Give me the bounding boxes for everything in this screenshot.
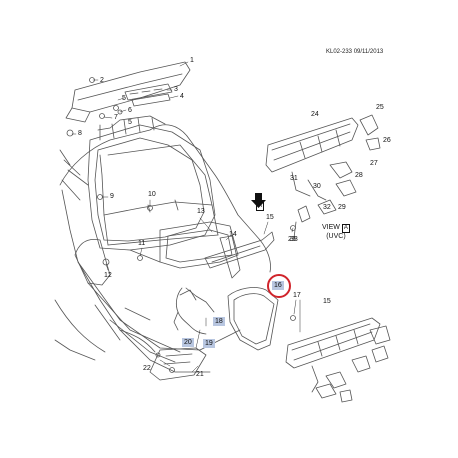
callout-2[interactable]: 2 — [100, 77, 104, 84]
liftgate-panel — [87, 115, 239, 269]
callout-25[interactable]: 25 — [376, 104, 384, 111]
vehicle-rear-body — [54, 124, 271, 373]
rear-spoiler — [65, 61, 191, 123]
callout-11[interactable]: 11 — [138, 240, 146, 247]
drawing-code: KL02-233 09/11/2013 — [326, 49, 384, 55]
callout-30[interactable]: 30 — [313, 183, 321, 190]
leader-lines — [71, 61, 301, 373]
callout-26[interactable]: 26 — [383, 137, 391, 144]
view-label: VIEW A (UVC) — [322, 224, 350, 241]
callout-15b[interactable]: 15 — [323, 298, 331, 305]
view-box-letter: A — [341, 224, 350, 233]
callout-13[interactable]: 13 — [197, 208, 205, 215]
stop-lamp-assembly — [124, 83, 173, 107]
callout-9[interactable]: 9 — [110, 193, 114, 200]
callout-31[interactable]: 31 — [290, 175, 298, 182]
callout-28[interactable]: 28 — [355, 172, 363, 179]
callout-6[interactable]: 6 — [128, 107, 132, 114]
lower-right-assembly — [285, 317, 391, 403]
callout-20[interactable]: 20 — [182, 338, 194, 347]
callout-10[interactable]: 10 — [148, 191, 156, 198]
callout-29[interactable]: 29 — [338, 204, 346, 211]
view-arrow — [251, 193, 266, 208]
small-fasteners — [66, 77, 296, 373]
applique-molding — [204, 231, 275, 269]
callout-1[interactable]: 1 — [190, 57, 194, 64]
tail-lamp — [227, 287, 279, 351]
wiring-harness — [149, 287, 215, 381]
callout-32[interactable]: 32 — [323, 204, 331, 211]
callout-14[interactable]: 14 — [229, 231, 237, 238]
callout-33[interactable]: 33 — [290, 236, 298, 243]
callout-12[interactable]: 12 — [104, 272, 112, 279]
callout-3[interactable]: 3 — [174, 86, 178, 93]
callout-22[interactable]: 22 — [143, 365, 151, 372]
callout-21[interactable]: 21 — [196, 371, 204, 378]
callout-5[interactable]: 5 — [122, 95, 126, 102]
callout-23[interactable]: 23 — [288, 236, 296, 243]
callout-8[interactable]: 8 — [78, 130, 82, 137]
callout-5b[interactable]: 5 — [128, 119, 132, 126]
callout-7[interactable]: 7 — [114, 114, 118, 121]
callout-15[interactable]: 15 — [266, 214, 274, 221]
callout-24[interactable]: 24 — [311, 111, 319, 118]
callout-17[interactable]: 17 — [293, 292, 301, 299]
view-subtitle: (UVC) — [326, 233, 346, 240]
callout-18[interactable]: 18 — [213, 317, 225, 326]
highlight-ring — [267, 274, 291, 298]
callout-27[interactable]: 27 — [370, 160, 378, 167]
callout-4[interactable]: 4 — [180, 93, 184, 100]
callout-19[interactable]: 19 — [203, 339, 215, 348]
view-a-assembly — [265, 114, 381, 239]
view-title: VIEW — [322, 224, 340, 231]
arrow-letter: A — [256, 202, 265, 211]
callout-16[interactable]: 16 — [272, 281, 284, 290]
